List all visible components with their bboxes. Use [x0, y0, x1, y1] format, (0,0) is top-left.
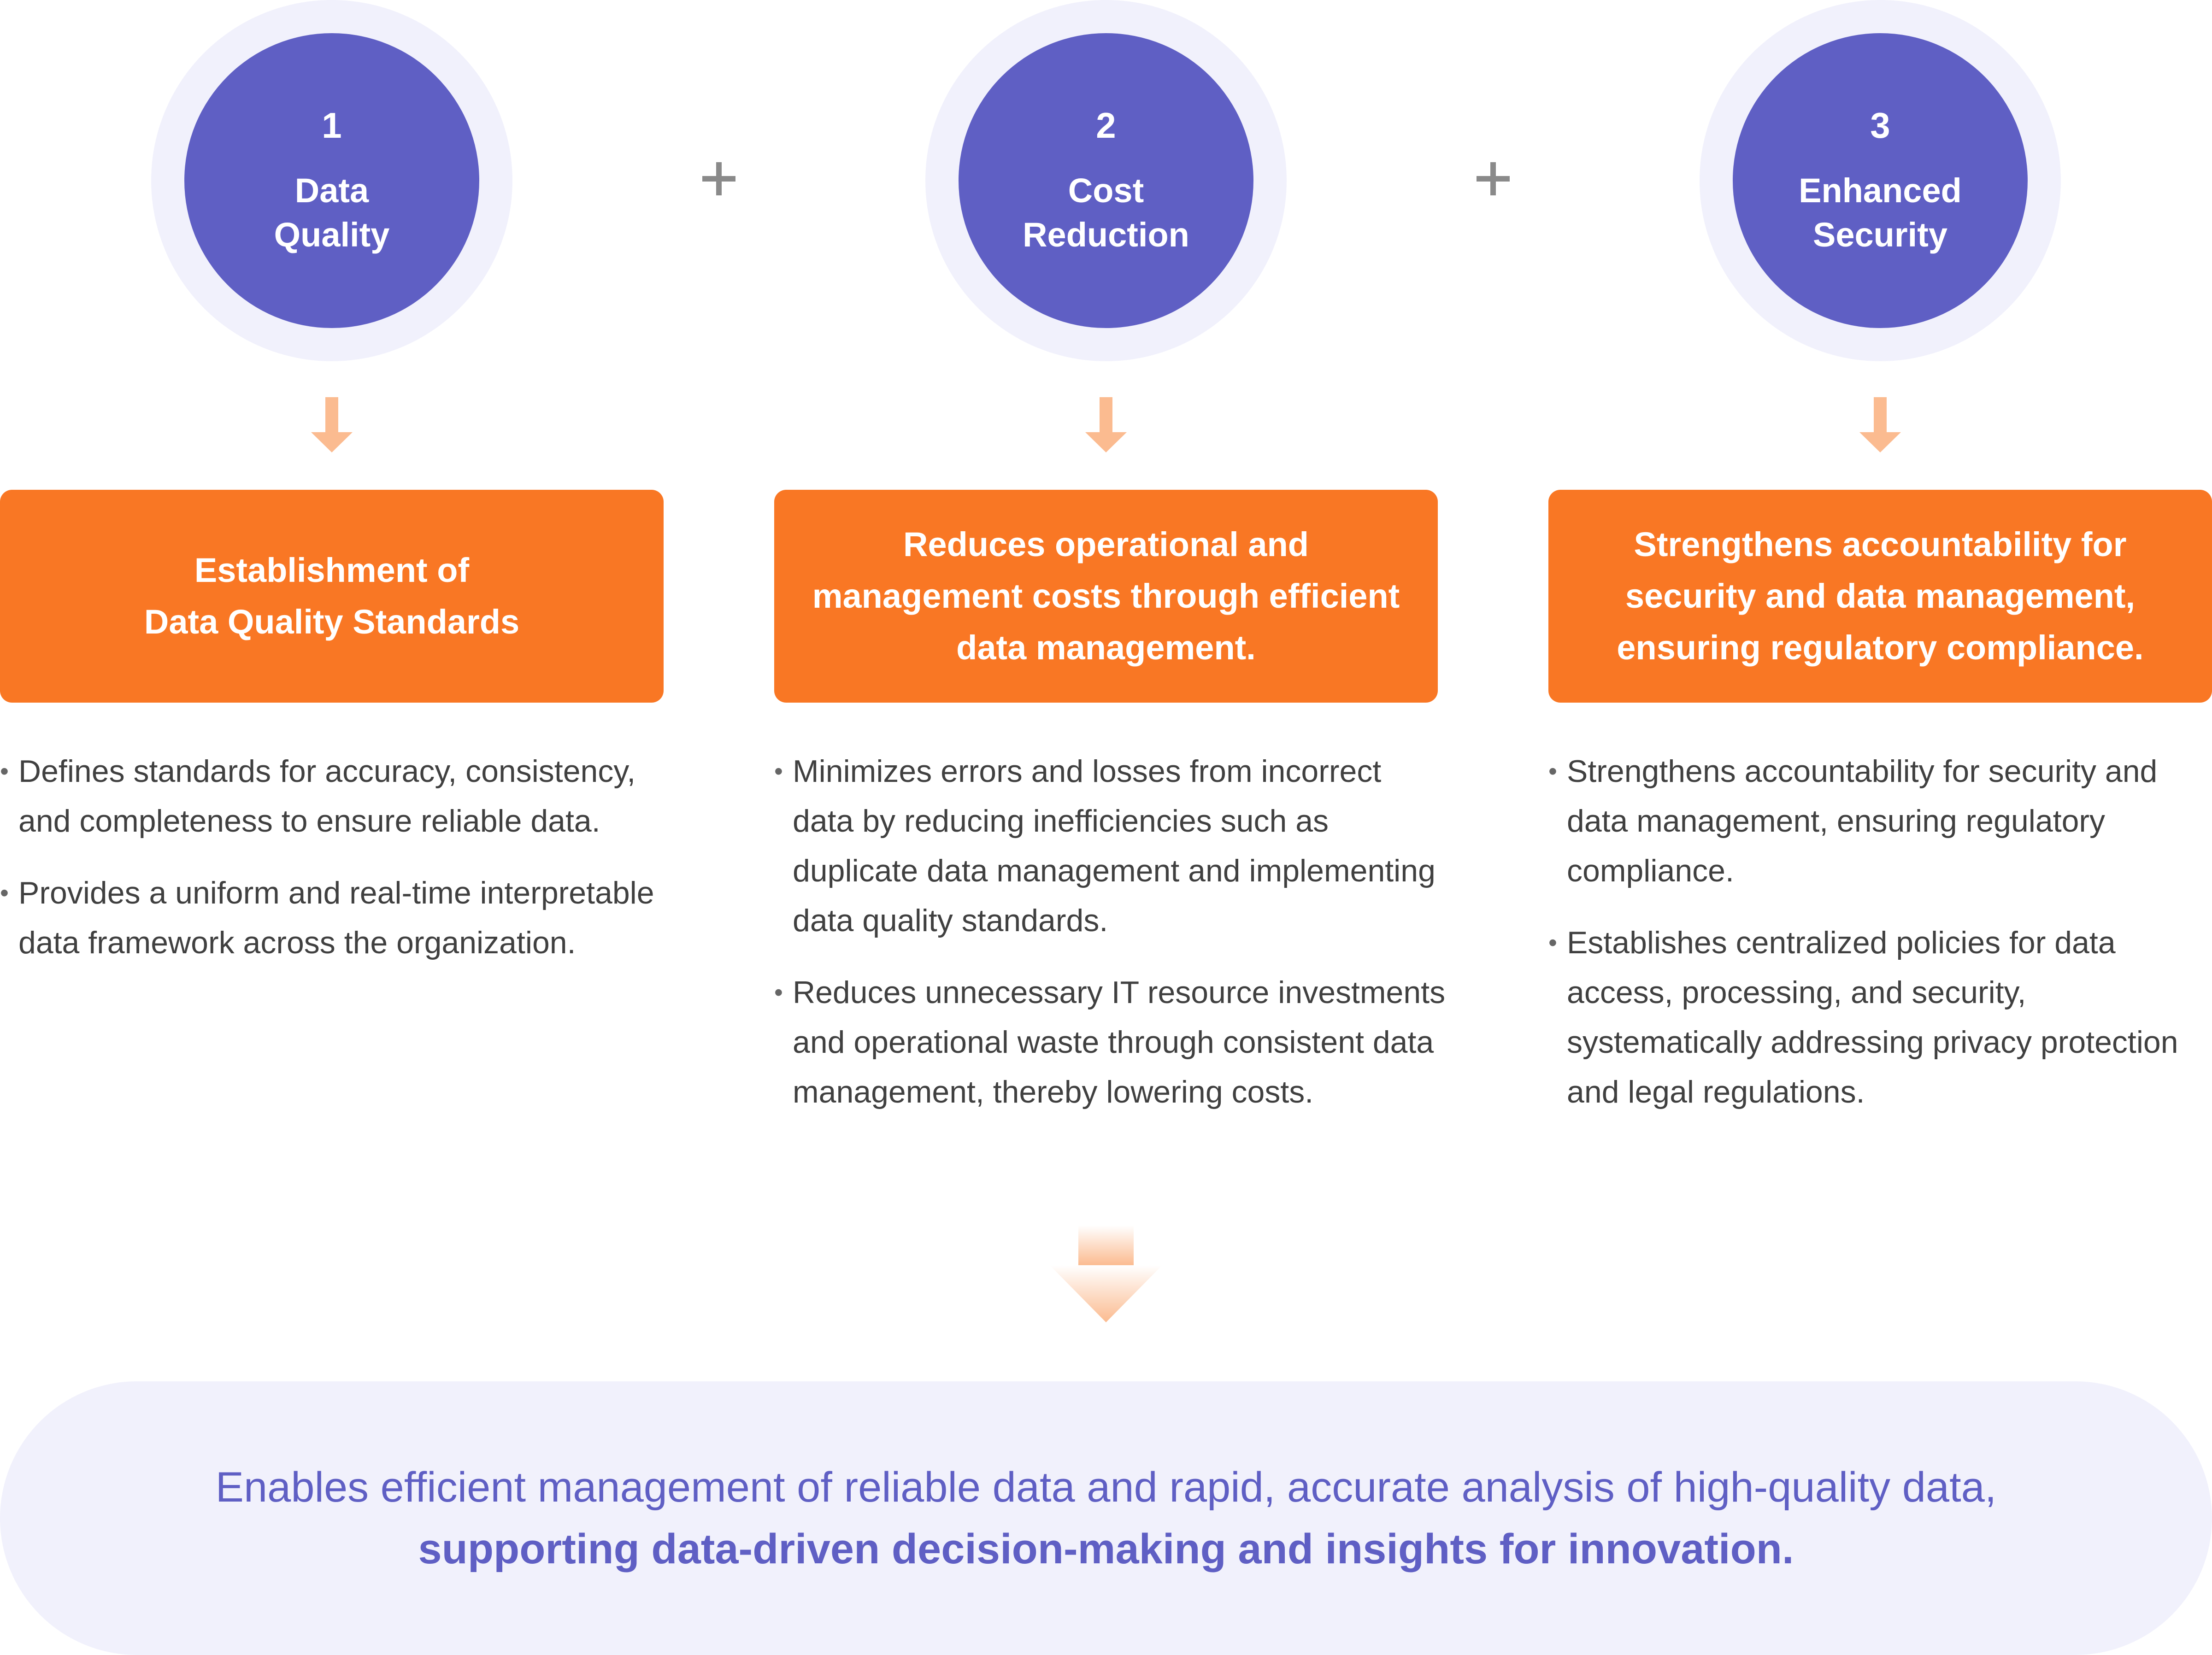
- bullet-item: Reduces unnecessary IT resource investme…: [774, 968, 1447, 1117]
- pillar-2-summary-box: Reduces operational and management costs…: [774, 490, 1438, 703]
- pillar-1-halo: 1 Data Quality: [151, 0, 512, 361]
- arrow-down-icon: [1859, 397, 1901, 452]
- plus-icon: [700, 160, 737, 197]
- conclusion-line-1: Enables efficient management of reliable…: [215, 1464, 1997, 1511]
- bullet-item: Provides a uniform and real-time interpr…: [0, 868, 673, 968]
- pillar-1-number: 1: [322, 105, 342, 146]
- pillar-1-summary-box: Establishment of Data Quality Standards: [0, 490, 664, 703]
- plus-icon: [1475, 160, 1512, 197]
- pillar-2-circle: 2 Cost Reduction: [959, 33, 1253, 328]
- bullet-item: Establishes centralized policies for dat…: [1548, 918, 2212, 1117]
- pillar-3-number: 3: [1870, 105, 1890, 146]
- pillar-2-number: 2: [1096, 105, 1116, 146]
- conclusion-banner: Enables efficient management of reliable…: [0, 1381, 2212, 1655]
- bullet-item: Minimizes errors and losses from incorre…: [774, 746, 1447, 945]
- pillar-3-title: Enhanced Security: [1799, 171, 1962, 254]
- conclusion-line-2: supporting data-driven decision-making a…: [418, 1526, 1794, 1573]
- pillar-2-bullets: Minimizes errors and losses from incorre…: [774, 746, 1447, 1139]
- bullet-item: Strengthens accountability for security …: [1548, 746, 2212, 896]
- arrow-down-icon: [311, 397, 353, 452]
- arrow-down-icon: [1085, 397, 1127, 452]
- pillar-3-halo: 3 Enhanced Security: [1700, 0, 2061, 361]
- pillar-2-halo: 2 Cost Reduction: [925, 0, 1287, 361]
- arrow-down-large-icon: [1050, 1226, 1162, 1322]
- pillar-3-bullets: Strengthens accountability for security …: [1548, 746, 2212, 1139]
- pillar-1-title: Data Quality: [274, 171, 390, 254]
- pillar-1-bullets: Defines standards for accuracy, consiste…: [0, 746, 673, 990]
- pillar-2-title: Cost Reduction: [1023, 171, 1189, 254]
- pillar-3-circle: 3 Enhanced Security: [1733, 33, 2028, 328]
- bullet-item: Defines standards for accuracy, consiste…: [0, 746, 673, 846]
- pillar-3-summary-box: Strengthens accountability for security …: [1548, 490, 2212, 703]
- pillar-1-circle: 1 Data Quality: [184, 33, 479, 328]
